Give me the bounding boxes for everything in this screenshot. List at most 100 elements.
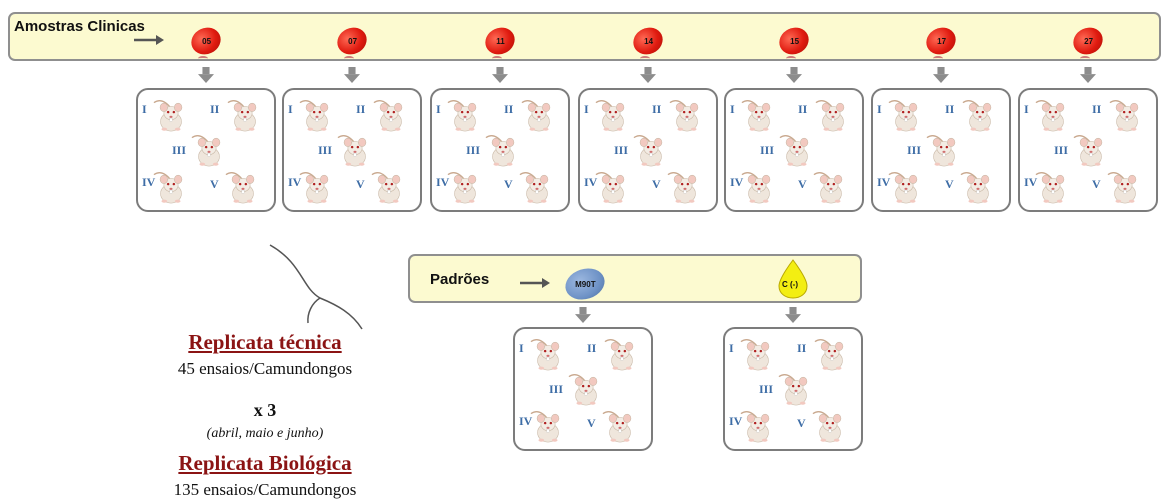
mouse-icon — [925, 130, 963, 168]
negative-control-drop: C (-) — [776, 258, 810, 300]
mouse-icon — [370, 167, 408, 205]
mouse-icon — [778, 130, 816, 168]
mouse-label: IV — [584, 175, 598, 189]
clinical-samples-banner: Amostras Clinicas — [8, 12, 1161, 61]
mouse-label: V — [945, 177, 954, 191]
sample-tail-icon — [786, 56, 796, 61]
clinical-sample-label: 05 — [201, 36, 211, 46]
mouse-label: II — [587, 341, 597, 355]
mouse-label: IV — [288, 175, 302, 189]
mouse-label: II — [210, 102, 220, 116]
down-arrow-icon — [198, 67, 214, 83]
mouse-label: IV — [142, 175, 156, 189]
mouse-label: V — [210, 177, 219, 191]
mouse-label: V — [797, 416, 806, 430]
mouse-label: V — [798, 177, 807, 191]
mouse-icon — [811, 406, 849, 444]
mouse-icon — [887, 167, 925, 205]
sample-tail-icon — [492, 56, 502, 61]
mouse-icon — [520, 95, 558, 133]
mouse-icon — [959, 167, 997, 205]
mouse-label: III — [318, 143, 333, 157]
mouse-icon — [152, 167, 190, 205]
mouse-label: V — [1092, 177, 1101, 191]
down-arrow-icon — [933, 67, 949, 83]
mouse-label: III — [614, 143, 629, 157]
mouse-label: I — [584, 102, 589, 116]
mouse-icon — [152, 95, 190, 133]
mouse-label: III — [172, 143, 187, 157]
replicate-months: (abril, maio e junho) — [206, 426, 324, 441]
down-arrow-icon — [786, 67, 802, 83]
curly-bracket-connector — [269, 244, 363, 330]
mouse-icon — [594, 95, 632, 133]
positive-control-label: M90T — [574, 279, 596, 289]
mouse-icon — [668, 95, 706, 133]
mouse-label: II — [797, 341, 807, 355]
mouse-icon — [1108, 95, 1146, 133]
mouse-icon — [666, 167, 704, 205]
mouse-label: II — [945, 102, 955, 116]
mouse-label: I — [730, 102, 735, 116]
mouse-label: II — [1092, 102, 1102, 116]
mouse-icon — [446, 167, 484, 205]
mouse-icon — [224, 167, 262, 205]
down-arrow-icon — [575, 307, 591, 323]
mouse-icon — [961, 95, 999, 133]
sample-tail-icon — [1080, 56, 1090, 61]
standards-title: Padrões — [430, 271, 490, 288]
mouse-icon — [739, 334, 777, 372]
mouse-icon — [887, 95, 925, 133]
down-arrow-icon — [785, 307, 801, 323]
sample-tail-icon — [344, 56, 354, 61]
mouse-icon — [740, 95, 778, 133]
mouse-icon — [298, 167, 336, 205]
mouse-icon — [1072, 130, 1110, 168]
mouse-label: V — [356, 177, 365, 191]
right-arrow-icon — [520, 278, 550, 288]
mouse-label: III — [466, 143, 481, 157]
clinical-sample-label: 11 — [495, 36, 505, 46]
mouse-icon — [518, 167, 556, 205]
drop-icon — [778, 259, 808, 299]
mouse-icon — [190, 130, 228, 168]
mouse-icon — [446, 95, 484, 133]
mouse-label: III — [760, 143, 775, 157]
mouse-label: IV — [730, 175, 744, 189]
mouse-label: I — [288, 102, 293, 116]
mouse-label: I — [519, 341, 524, 355]
right-arrow-icon — [134, 35, 164, 45]
mouse-icon — [814, 95, 852, 133]
down-arrow-icon — [640, 67, 656, 83]
mouse-label: III — [759, 382, 774, 396]
mouse-label: V — [504, 177, 513, 191]
mouse-label: I — [729, 341, 734, 355]
mouse-label: IV — [436, 175, 450, 189]
clinical-sample-label: 15 — [789, 36, 799, 46]
clinical-samples-title: Amostras Clinicas — [14, 18, 145, 35]
down-arrow-icon — [492, 67, 508, 83]
mouse-icon — [1034, 167, 1072, 205]
mouse-icon — [594, 167, 632, 205]
biological-replicate-count: 135 ensaios/Camundongos — [173, 480, 357, 499]
mouse-icon — [603, 334, 641, 372]
clinical-sample-label: 14 — [643, 36, 653, 46]
mouse-label: I — [1024, 102, 1029, 116]
clinical-sample-label: 27 — [1083, 36, 1093, 46]
mouse-icon — [484, 130, 522, 168]
mouse-label: IV — [877, 175, 891, 189]
negative-control-label: C (-) — [782, 280, 798, 289]
down-arrow-icon — [1080, 67, 1096, 83]
mouse-label: IV — [519, 414, 533, 428]
mouse-label: I — [142, 102, 147, 116]
mouse-label: V — [587, 416, 596, 430]
mouse-icon — [813, 334, 851, 372]
mouse-icon — [372, 95, 410, 133]
